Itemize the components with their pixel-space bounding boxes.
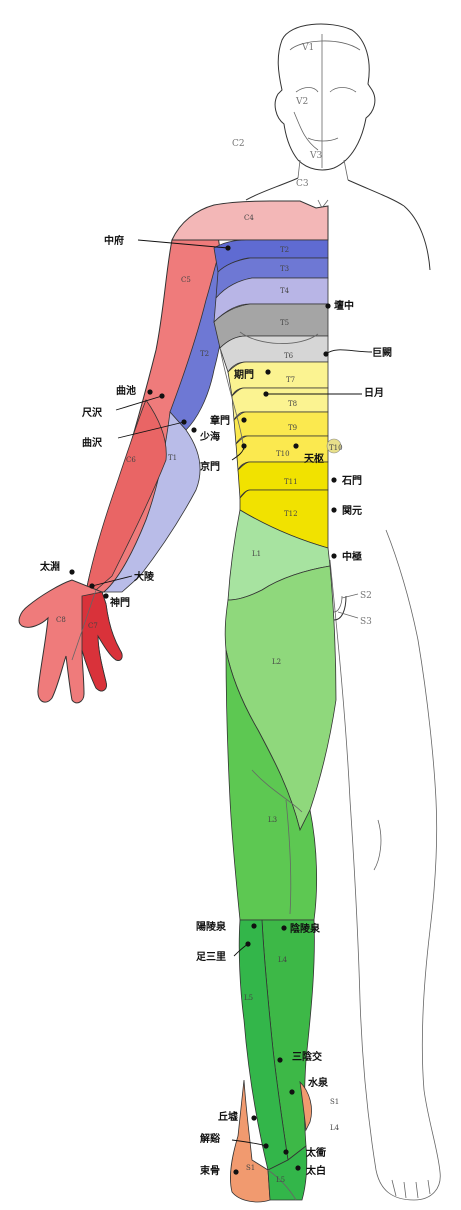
acupoint-quchi: 曲池 <box>116 384 136 397</box>
acupoints: 中府 曲池 尺沢 曲沢 少海 太淵 大陵 神門 壇中 巨闕 <box>39 234 392 1177</box>
label-t2-arm: T2 <box>200 350 209 358</box>
acupoint-taibai: 太白 <box>305 1164 326 1177</box>
acupoint-shaohai: 少海 <box>199 430 220 443</box>
acupoint-jingmen: 京門 <box>200 460 220 473</box>
label-t8: T8 <box>288 400 297 408</box>
label-v1: V1 <box>301 43 314 53</box>
acupoint-danzhong: 壇中 <box>334 299 354 312</box>
label-t10-small: T10 <box>329 444 343 452</box>
label-v3: V3 <box>309 151 322 161</box>
acupoint-juque: 巨闕 <box>372 346 392 359</box>
acupoint-shimen: 石門 <box>341 475 362 487</box>
acupoint-zhangmen: 章門 <box>210 414 230 427</box>
acupoint-zhongji: 中極 <box>342 550 362 563</box>
acupoint-zhongfu: 中府 <box>104 234 124 247</box>
acupoint-qimen: 期門 <box>234 368 254 381</box>
label-t9: T9 <box>288 424 297 432</box>
label-t7: T7 <box>286 376 295 384</box>
head <box>246 24 404 208</box>
label-l5-foot: L5 <box>276 1176 285 1184</box>
label-c5: C5 <box>181 276 191 284</box>
label-t4: T4 <box>280 287 290 295</box>
label-t12: T12 <box>284 510 298 518</box>
acupoint-taichong: 太衝 <box>305 1146 326 1159</box>
label-t5: T5 <box>280 319 289 327</box>
label-s1: S1 <box>246 1164 255 1172</box>
acupoint-shuiquan: 水泉 <box>307 1076 329 1089</box>
acupoint-sanyinjiao: 三陰交 <box>292 1050 322 1063</box>
label-t11: T11 <box>284 478 298 486</box>
label-l5: L5 <box>244 994 253 1002</box>
label-t2: T2 <box>280 246 289 254</box>
label-c4: C4 <box>244 214 254 222</box>
acupoint-yanglingquan: 陽陵泉 <box>196 920 227 933</box>
label-c3: C3 <box>296 179 309 189</box>
acupoint-jiexi: 解谿 <box>200 1132 221 1145</box>
acupoint-quze: 曲沢 <box>82 436 103 449</box>
label-l2: L2 <box>272 658 281 666</box>
label-s3: S3 <box>360 617 372 627</box>
acupoint-taiyuan: 太淵 <box>39 560 60 573</box>
acupoint-chize: 尺沢 <box>82 406 103 419</box>
label-l3: L3 <box>268 816 277 824</box>
acupoint-yinlingquan: 陰陵泉 <box>290 922 321 935</box>
acupoint-tianshu: 天枢 <box>304 452 324 465</box>
label-s2: S2 <box>360 591 372 601</box>
label-s1-ankle: S1 <box>330 1098 339 1106</box>
acupoint-guanyuan: 関元 <box>342 505 362 517</box>
acupoint-shenmen: 神門 <box>110 596 130 609</box>
label-c2: C2 <box>232 139 245 149</box>
acupoint-shugu: 束骨 <box>200 1164 220 1177</box>
label-v2: V2 <box>295 97 308 107</box>
label-t3: T3 <box>280 265 289 273</box>
label-t10: T10 <box>276 450 290 458</box>
label-t6: T6 <box>284 352 294 360</box>
label-t1: T1 <box>168 454 177 462</box>
label-c7: C7 <box>88 622 98 630</box>
label-l1: L1 <box>252 550 261 558</box>
label-c8: C8 <box>56 616 66 624</box>
arm <box>19 206 232 703</box>
label-l4-ankle: L4 <box>330 1124 340 1132</box>
acupoint-riyue: 日月 <box>364 387 384 399</box>
acupoint-zusanli: 足三里 <box>196 951 226 963</box>
label-c6: C6 <box>126 456 136 464</box>
label-l4: L4 <box>278 956 288 964</box>
acupoint-daling: 大陵 <box>134 570 155 583</box>
acupoint-qiuxu: 丘墟 <box>218 1110 238 1123</box>
